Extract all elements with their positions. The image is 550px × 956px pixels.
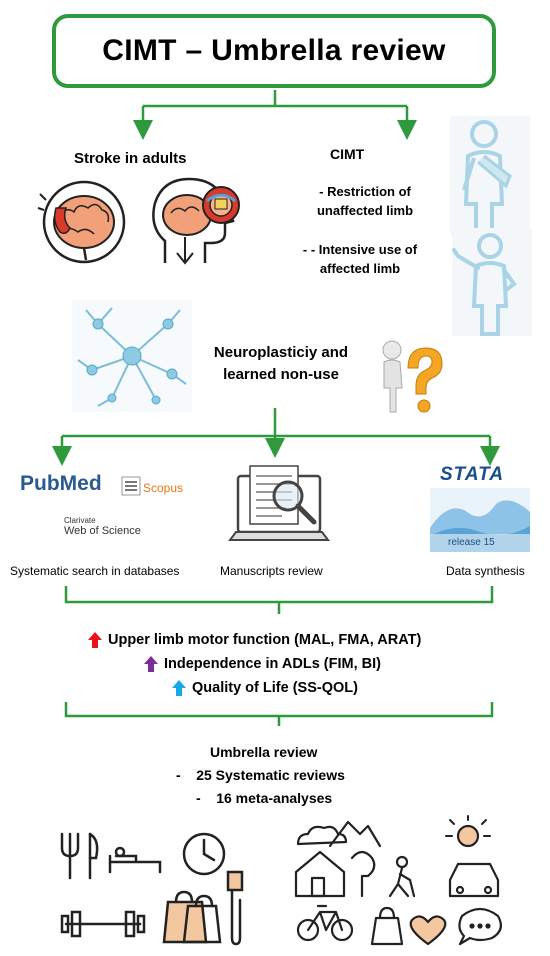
clarivate-text: Clarivate [64,516,96,525]
scopus-logo-text: Scopus [143,481,184,495]
stroke-label: Stroke in adults [74,150,187,167]
step-data-synthesis: Data synthesis [446,564,525,578]
title-box: CIMT – Umbrella review [52,14,496,88]
outcome-upper-limb-text: Upper limb motor function (MAL, FMA, ARA… [108,632,422,648]
adl-activities-icon [60,832,244,946]
outcome-upper-limb: Upper limb motor function (MAL, FMA, ARA… [88,632,421,648]
result-heading: Umbrella review [210,744,318,760]
result-meta-analyses: - 16 meta-analyses [196,790,333,806]
stata-logo: STATA [440,464,505,485]
pubmed-logo: PubMed [20,472,102,496]
outcome-quality-of-life-text: Quality of Life (SS-QOL) [192,680,358,696]
result-systematic-reviews: - 25 Systematic reviews [176,767,345,783]
person-sling-icon [450,116,530,234]
scopus-logo-icon [121,476,141,496]
outcome-quality-of-life: Quality of Life (SS-QOL) [172,680,358,696]
web-of-science-logo: Web of Science [64,525,141,537]
laptop-magnifier-icon [228,465,330,541]
pubmed-logo-text: PubMed [20,472,102,495]
diagram-title: CIMT – Umbrella review [102,34,446,67]
outcome-independence: Independence in ADLs (FIM, BI) [144,656,381,672]
step-systematic-search: Systematic search in databases [10,564,180,578]
cimt-item-restriction: - Restriction of unaffected limb [316,184,414,218]
stata-release: release 15 [448,537,495,548]
arrow-up-red-icon [88,632,102,648]
neuron-network-icon [72,300,192,412]
stata-box-icon [430,488,530,552]
neuroplasticity-label: Neuroplasticiy and learned non-use [213,344,349,383]
arrow-up-purple-icon [144,656,158,672]
head-brain-icon [152,177,240,265]
outcome-independence-text: Independence in ADLs (FIM, BI) [164,656,381,672]
arrow-up-blue-icon [172,680,186,696]
step-manuscripts-review: Manuscripts review [220,564,323,578]
cimt-heading: CIMT [330,146,365,162]
person-pointing-icon [452,228,532,336]
question-figure-icon [382,340,443,413]
quality-of-life-icon [294,815,503,946]
brain-icon [37,180,126,264]
cimt-item-intensive-use: - - Intensive use of affected limb [302,242,418,276]
